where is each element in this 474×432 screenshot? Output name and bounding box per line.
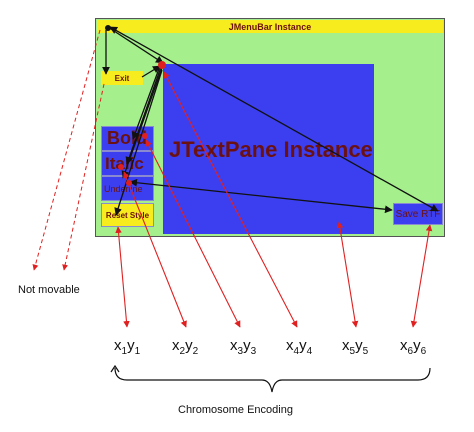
neighbor-arrow-textpane-reset <box>114 69 163 216</box>
marker-textpane <box>158 61 166 69</box>
gene-arrow-3 <box>145 139 241 328</box>
gene-arrow-1 <box>115 226 130 328</box>
gene-x1y1: x1y1 <box>114 337 141 357</box>
gene-arrow-6 <box>410 224 433 328</box>
gene-x2y2: x2y2 <box>172 337 199 357</box>
gene-x6y6: x6y6 <box>400 337 427 357</box>
marker-menubar <box>105 25 111 31</box>
gene-x5y5: x5y5 <box>342 337 369 357</box>
neighbor-arrow-textpane-italic <box>125 66 162 165</box>
save-rtf-label: Save RTF <box>395 208 441 220</box>
marker-italic <box>118 164 124 170</box>
gene-x3y3: x3y3 <box>230 337 257 357</box>
neighbor-arrow-textpane-underline <box>121 67 163 179</box>
not-movable-arrow-menubar <box>32 29 101 271</box>
chromosome-encoding-label: Chromosome Encoding <box>178 404 293 416</box>
neighbor-arrow-menubar-textpane <box>107 26 164 64</box>
encoding-brace <box>114 367 431 393</box>
neighbor-arrow-textpane-bold <box>131 65 161 140</box>
gene-arrow-5 <box>336 221 359 328</box>
not-movable-label: Not movable <box>18 284 80 296</box>
gene-arrow-2 <box>123 171 187 328</box>
encoding-brace-left-tip <box>110 364 120 373</box>
jmenubar-label: JMenuBar Instance <box>228 21 312 32</box>
gene-arrow-4 <box>163 71 298 328</box>
marker-bold <box>142 133 148 139</box>
neighbor-arrow-exit-textpane <box>141 65 161 78</box>
neighbor-arrow-menubar-save <box>109 26 439 212</box>
not-movable-arrow-exit <box>62 83 105 271</box>
gene-x4y4: x4y4 <box>286 337 313 357</box>
